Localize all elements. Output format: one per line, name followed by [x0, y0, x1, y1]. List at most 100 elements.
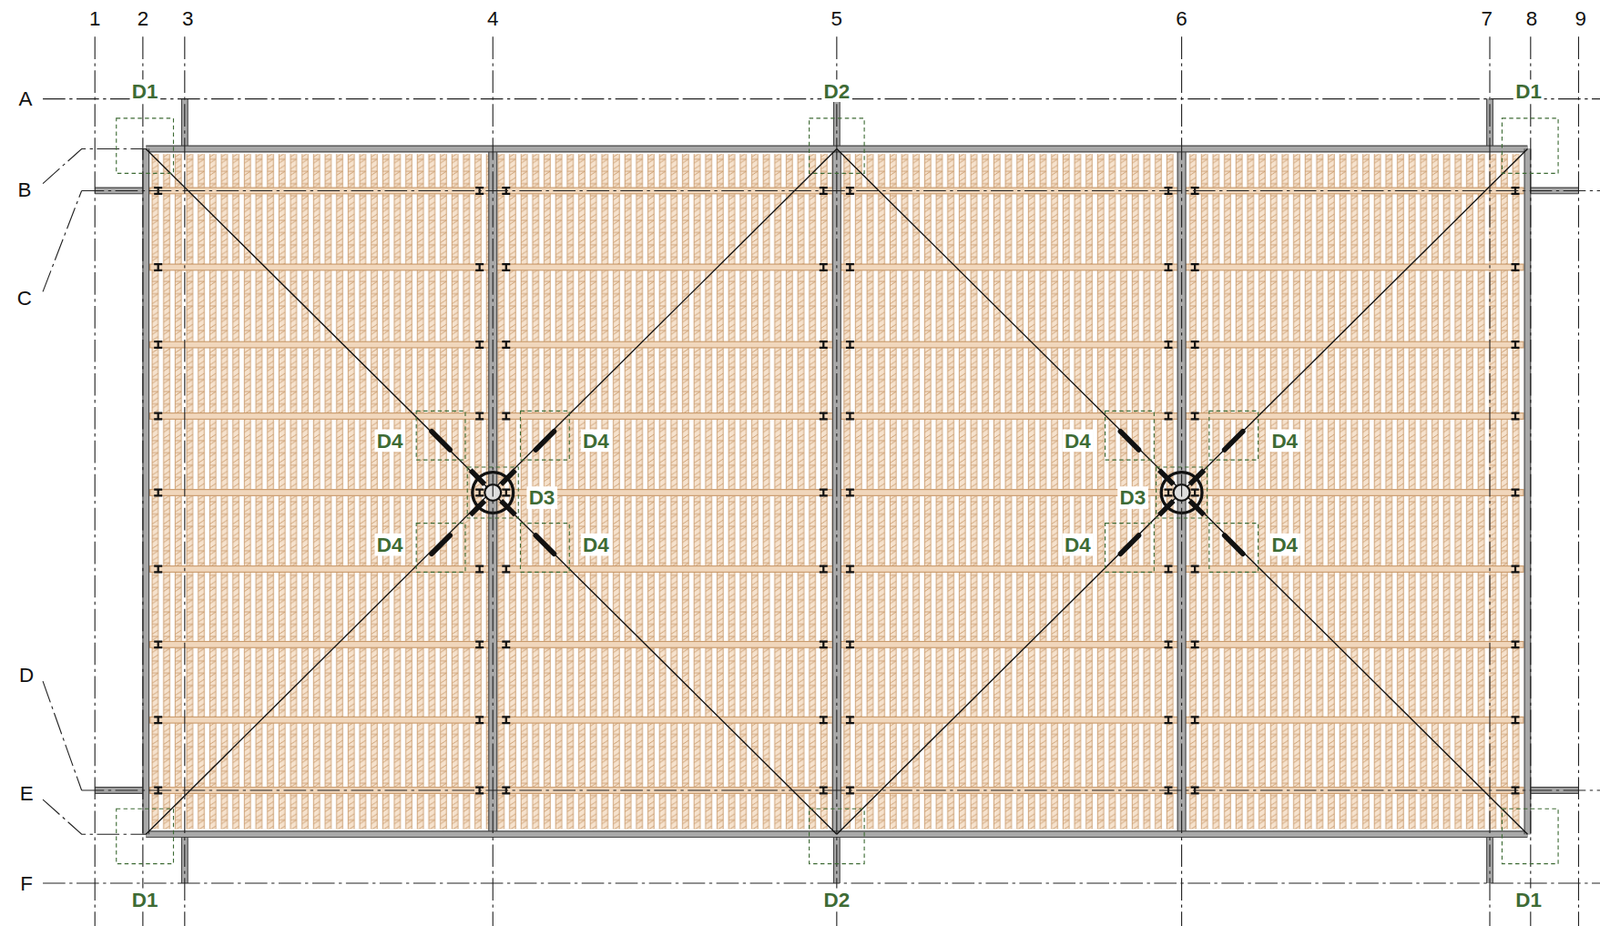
grid-label: F [18, 872, 35, 896]
beam-clip [1191, 411, 1200, 420]
grid-line [142, 36, 143, 926]
beam-clip [153, 263, 163, 272]
beam-clip [153, 488, 163, 497]
beam-clip [1191, 340, 1200, 349]
beam-clip [845, 340, 855, 349]
detail-boundary [809, 808, 866, 864]
ring-plate [1159, 500, 1174, 516]
detail-callout: D1 [130, 79, 161, 102]
beam-clip [845, 640, 855, 649]
beam-clip [153, 565, 163, 574]
grid-label: C [15, 286, 35, 310]
detail-boundary [116, 118, 174, 174]
beam-clip [475, 340, 484, 349]
edge-beam [1525, 149, 1531, 836]
grid-leader [42, 190, 82, 292]
beam-clip [475, 565, 484, 574]
beam-clip [845, 715, 855, 724]
beam-clip [819, 340, 828, 349]
beam-clip [1164, 488, 1173, 497]
ring-plate [500, 500, 516, 516]
grid-line [81, 190, 1600, 192]
grid-label: 1 [87, 7, 103, 31]
beam-clip [475, 263, 484, 272]
detail-callout: D4 [1062, 429, 1093, 453]
detail-boundary [1156, 467, 1208, 519]
grid-leader [42, 149, 146, 184]
beam-clip [819, 411, 828, 420]
detail-callout: D4 [1062, 533, 1093, 557]
grid-label: 5 [828, 7, 845, 31]
edge-beam [1524, 149, 1532, 836]
detail-boundary [1501, 808, 1559, 864]
detail-boundary [519, 523, 570, 573]
detail-callout: D4 [374, 533, 405, 557]
grid-label: 9 [1572, 7, 1589, 31]
grid-line [1578, 36, 1580, 926]
beam-clip [819, 715, 828, 724]
grid-line [492, 36, 494, 926]
detail-boundary [1105, 410, 1155, 460]
turnbuckle [535, 431, 554, 450]
detail-callout: D4 [580, 429, 612, 453]
detail-callout: D4 [1269, 429, 1300, 453]
ring-plate [500, 469, 516, 485]
grid-label: D [17, 663, 37, 687]
beam-clip [845, 488, 855, 497]
beam-clip [1191, 488, 1200, 497]
beam-clip [1511, 640, 1520, 649]
detail-boundary [416, 410, 466, 460]
grid-label: 4 [485, 7, 501, 31]
turnbuckle [1224, 535, 1244, 554]
beam-clip [1164, 640, 1173, 649]
beam-clip [501, 411, 510, 420]
beam-clip [1164, 263, 1173, 272]
ring-plate [1190, 469, 1205, 485]
bracing-rod [145, 149, 837, 836]
beam-clip [819, 488, 828, 497]
detail-callout: D4 [580, 533, 612, 557]
grid-label: 8 [1523, 7, 1539, 31]
beam-clip [501, 565, 510, 574]
grid-lines [42, 36, 1600, 926]
beam-clip [501, 715, 510, 724]
detail-boundary [416, 523, 466, 573]
beam-clip [501, 488, 510, 497]
detail-callout: D4 [1269, 533, 1300, 557]
beam-clip [153, 340, 163, 349]
grid-label: 6 [1173, 7, 1190, 31]
beam-clip [1191, 640, 1200, 649]
detail-boundary [116, 808, 174, 864]
turnbuckle [535, 535, 554, 554]
beam-clip [1164, 565, 1173, 574]
grid-line [835, 36, 837, 926]
turnbuckle [431, 535, 450, 554]
ring-plate [470, 469, 486, 485]
detail-callout: D2 [821, 888, 852, 912]
ring-plate [470, 500, 486, 516]
beam-clip [153, 411, 163, 420]
beam-clip [845, 565, 855, 574]
beam-clip [1164, 715, 1173, 724]
turnbuckle [1120, 535, 1139, 554]
turnbuckle [1224, 431, 1244, 450]
edge-beam [142, 149, 150, 836]
beam-clip [1511, 715, 1520, 724]
beam-clip [845, 411, 855, 420]
beam-clip [475, 715, 484, 724]
detail-boundary [1105, 523, 1155, 573]
grid-line [183, 36, 185, 926]
beam-clip [475, 488, 484, 497]
turnbuckle [431, 431, 450, 450]
grid-line [81, 789, 1600, 791]
beam-clip [1191, 263, 1200, 272]
beam-clip [1191, 565, 1200, 574]
detail-boundary [519, 410, 570, 460]
grid-line [1488, 36, 1490, 926]
detail-callout: D1 [1513, 888, 1544, 912]
detail-callout: D3 [1117, 486, 1148, 510]
beam-clip [475, 411, 484, 420]
beam-clip [819, 640, 828, 649]
